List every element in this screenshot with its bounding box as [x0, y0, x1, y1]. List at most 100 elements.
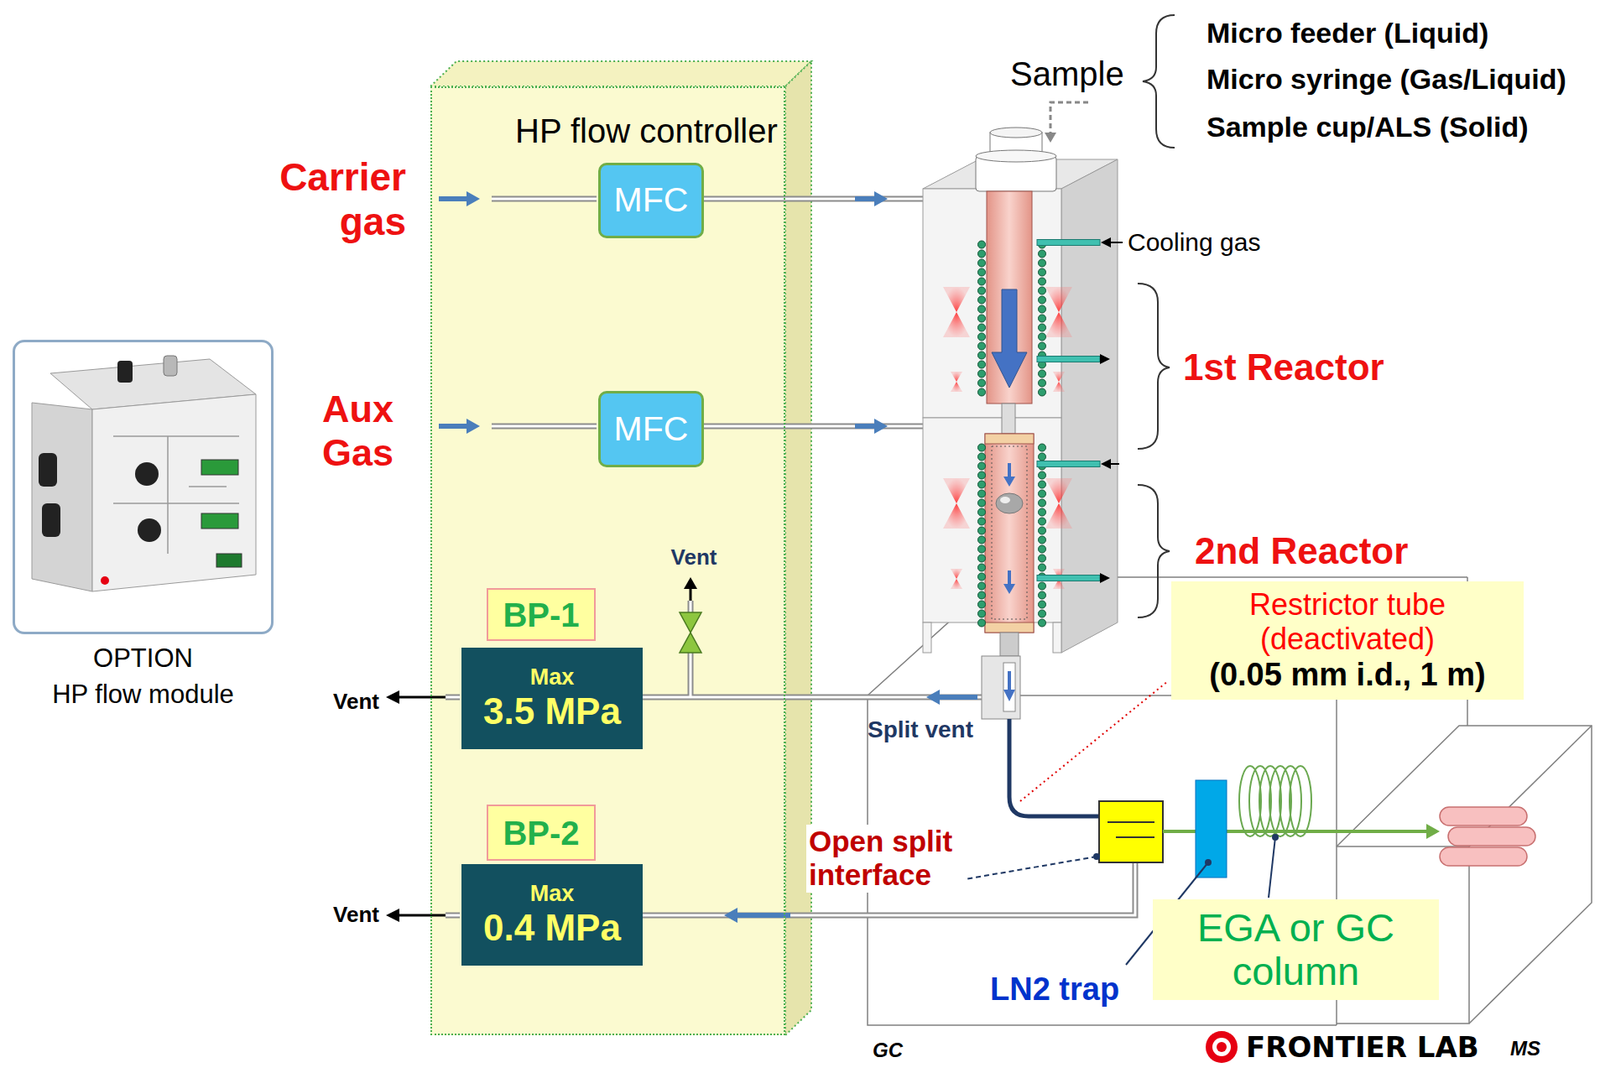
- node-title: OPTION: [15, 642, 272, 674]
- node-text: 0.4 MPa: [483, 906, 621, 950]
- column-path: [1162, 766, 1440, 878]
- sample-inlet-arrow: [1044, 132, 1057, 143]
- company-logo-mark: [1205, 1031, 1238, 1064]
- gc-ms-housing: [1335, 1000, 1338, 1026]
- label-holder: GC: [872, 1038, 903, 1063]
- cooling-pipes: [1037, 461, 1100, 468]
- option-photo: OPTIONHP flow module: [12, 339, 274, 635]
- cooling-pipes: [1100, 237, 1111, 248]
- label-holder: Carrier gas: [277, 155, 407, 245]
- flow-arrows: [926, 689, 978, 705]
- braces: [1137, 15, 1175, 618]
- heaters: [1052, 371, 1065, 392]
- sample-option: Micro syringe (Gas/Liquid): [1206, 62, 1567, 96]
- heaters: [1045, 478, 1073, 529]
- node-title: MFC: [614, 181, 689, 219]
- node-title: BP-2: [502, 814, 579, 852]
- sample-option: Sample cup/ALS (Solid): [1206, 110, 1528, 144]
- cooling-pipes: [1099, 354, 1111, 365]
- vent-label: Vent: [671, 545, 718, 571]
- open-split-interface: [1099, 801, 1163, 863]
- cooling-label: Cooling gas: [1127, 228, 1261, 258]
- label-holder: Vent: [333, 689, 380, 715]
- reactor-tubes: [975, 127, 1057, 633]
- node-title: EGA or GC column: [1196, 906, 1397, 993]
- gc-ms-housing: [867, 577, 1592, 1026]
- ms-rods: [1448, 827, 1536, 846]
- node-title: Restrictor tube: [1249, 587, 1446, 622]
- mfc-box: MFC: [598, 162, 704, 239]
- flow-arrows: [438, 191, 480, 207]
- column-box: EGA or GC column: [1152, 899, 1439, 1001]
- option-device-photo: [137, 518, 162, 543]
- heaters: [950, 371, 963, 392]
- vent-arrows: [679, 612, 702, 653]
- leader-lines: [1204, 859, 1212, 866]
- trap-label: LN2 trap: [990, 971, 1120, 1009]
- back-pressure-box: Max3.5 MPa: [461, 647, 643, 750]
- node-text: HP flow module: [15, 678, 272, 710]
- cooling-pipes: [1037, 356, 1100, 363]
- option-device-photo: [31, 402, 93, 592]
- flow-arrows: [854, 418, 888, 434]
- braces: [1137, 283, 1170, 449]
- leader-lines: [1020, 681, 1168, 802]
- option-device-photo: [113, 436, 240, 554]
- reactor-tubes: [976, 239, 987, 397]
- option-device-photo: [216, 553, 242, 568]
- braces: [1142, 15, 1175, 148]
- reactor-tubes: [1000, 496, 1011, 504]
- label-holder: MS: [1510, 1037, 1541, 1061]
- splitter: [1003, 671, 1016, 702]
- label-holder: Micro feeder (Liquid): [1206, 16, 1489, 50]
- reactor-tubes: [1003, 463, 1016, 487]
- reactor-tubes: [975, 150, 1057, 162]
- ms-rods: [1439, 847, 1528, 866]
- company-logo: FRONTIER LAB: [1245, 1031, 1480, 1064]
- ms-rods: [1439, 807, 1528, 826]
- label-holder: Cooling gas: [1127, 228, 1261, 258]
- furnace: [1052, 622, 1062, 653]
- splitter: [981, 656, 1021, 720]
- cooling-pipes: [1099, 573, 1111, 584]
- panel-3d: [430, 61, 812, 87]
- leader-lines: [964, 856, 1097, 880]
- interface-label: Open split interface: [806, 824, 958, 893]
- reactor-tubes: [985, 622, 1034, 633]
- cooling-pipes: [1037, 239, 1100, 246]
- reactor-tubes: [991, 446, 1027, 620]
- unit-label: GC: [872, 1038, 903, 1063]
- label-holder: FRONTIER LAB: [1245, 1031, 1480, 1064]
- vent-arrows: [683, 577, 698, 589]
- option-device-photo: [92, 394, 256, 592]
- flow-arrows: [438, 418, 480, 434]
- flow-arrows: [724, 907, 791, 923]
- unit-label: MS: [1510, 1037, 1541, 1061]
- leader-lines: [1268, 837, 1276, 898]
- option-device-photo: [38, 453, 58, 487]
- restrictor-tube: [1009, 719, 1100, 817]
- node-title: BP-1: [502, 596, 579, 634]
- option-device-photo: [41, 503, 61, 537]
- label-holder: Sample: [1010, 54, 1125, 94]
- label-holder: Vent: [671, 545, 718, 571]
- open-split-interface: [1107, 822, 1155, 838]
- node-title: HP flow controller: [515, 111, 778, 151]
- option-device-photo: [163, 355, 178, 376]
- option-device-photo: [31, 355, 256, 592]
- company-logo-mark: [1205, 1031, 1238, 1064]
- mfc-box: MFC: [598, 390, 704, 468]
- label-holder: Aux Gas: [322, 387, 397, 475]
- heaters: [943, 478, 970, 529]
- node-title: MFC: [614, 410, 689, 449]
- leader-lines: [1093, 853, 1100, 860]
- reactor-tubes: [990, 127, 1043, 138]
- label-holder: 1st Reactor: [1183, 346, 1385, 390]
- node-text: 3.5 MPa: [483, 690, 621, 734]
- leader-lines: [1271, 833, 1279, 841]
- cooling-pipes: [1110, 242, 1123, 464]
- bp-tab: BP-1: [486, 588, 596, 642]
- vent-arrows: [689, 587, 693, 601]
- reactor-tubes: [986, 191, 1032, 404]
